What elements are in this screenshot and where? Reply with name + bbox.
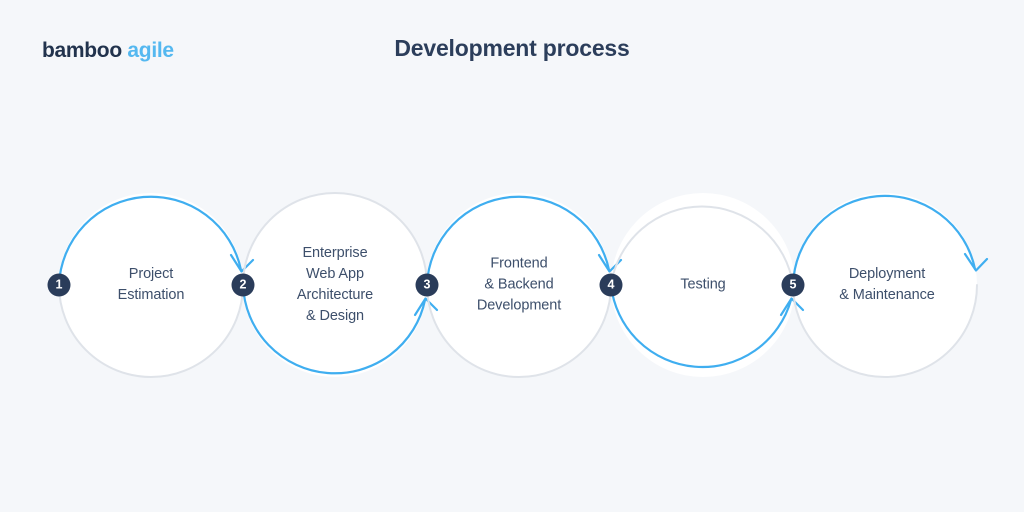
step-arrowhead-1: [229, 253, 255, 273]
step-circle-4-body: [611, 193, 795, 377]
logo-text-secondary: agile: [127, 39, 174, 62]
brand-logo: bamboo agile: [42, 38, 174, 64]
step-arc-1-active: [57, 195, 243, 287]
step-badge-4: 4: [599, 273, 623, 297]
step-arc-2-active: [241, 283, 427, 375]
step-circle-3-body: [427, 193, 611, 377]
step-badge-5: 5: [781, 273, 805, 297]
step-badge-3: 3: [415, 273, 439, 297]
step-circle-1-body: [59, 193, 243, 377]
step-arrowhead-2: [413, 297, 439, 317]
step-arrowhead-5: [963, 252, 989, 272]
step-arc-2-inactive: [242, 192, 428, 286]
step-circle-5-body: [793, 193, 977, 377]
step-arc-3-inactive: [426, 284, 612, 378]
step-arc-5-active: [791, 194, 977, 287]
step-arrowhead-4: [779, 297, 805, 317]
step-badge-2: 2: [231, 273, 255, 297]
page-title: Development process: [394, 35, 630, 61]
step-circle-2-body: [243, 193, 427, 377]
step-arc-5-inactive: [792, 284, 978, 378]
step-badge-1: 1: [47, 273, 71, 297]
step-arc-1-inactive: [58, 284, 244, 378]
step-arc-4-active: [609, 283, 793, 369]
step-arc-4-inactive: [610, 205, 794, 286]
step-arc-3-active: [425, 195, 611, 287]
logo-text-primary: bamboo: [42, 39, 122, 62]
